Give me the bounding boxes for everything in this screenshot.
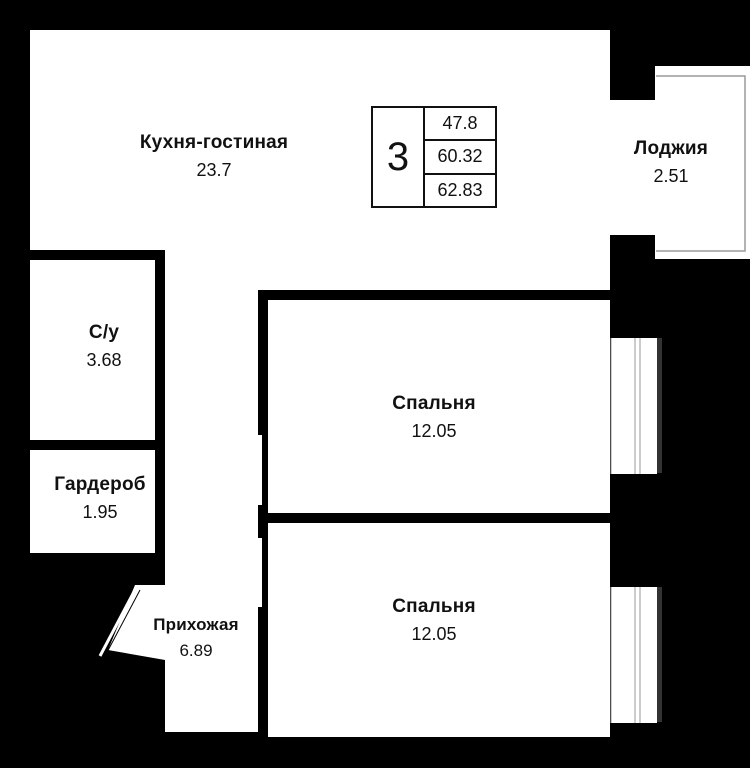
room-name: Спальня [392,596,476,617]
entrance-door-leaf-edge [103,589,141,659]
bedroom2-wall-left [258,607,268,737]
bedroom-partition-wall [268,513,612,523]
room-label-bathroom: С/у 3.68 [86,322,121,371]
room-bedroom-1-floor[interactable] [268,300,610,513]
loggia-wall-lower [610,235,655,295]
hallway-wall-lower-left [80,660,165,768]
window-bedroom-1 [610,338,662,474]
loggia-railing [656,75,746,252]
entrance-door-leaf[interactable] [98,587,138,657]
entrance-door-swing [108,585,165,660]
total-area-with-loggia-value: 62.83 [425,172,495,206]
room-name: Гардероб [54,474,146,495]
loggia-doorway [610,100,655,235]
room-hallway-floor[interactable] [165,250,262,732]
room-bedroom-2-floor[interactable] [268,523,610,737]
room-area: 3.68 [86,350,122,370]
total-area-value: 60.32 [425,139,495,172]
room-kitchen-living-floor[interactable] [30,30,610,292]
living-area-value: 47.8 [442,113,478,134]
room-label-kitchen-living: Кухня-гостиная 23.7 [140,132,288,181]
room-name: Прихожая [153,615,239,634]
bathroom-wall-right-upper [155,250,165,340]
rooms-count: 3 [373,108,425,206]
bathroom-top-wall [30,250,265,260]
bedroom-partition-stub [258,505,268,538]
room-bathroom-floor[interactable] [30,260,155,440]
room-name: Спальня [392,393,476,414]
room-label-wardrobe: Гардероб 1.95 [54,474,145,523]
bathroom-wall-right-lower [155,403,165,460]
room-loggia-floor[interactable] [655,66,750,259]
corridor-open-top [165,250,265,260]
room-wardrobe-floor[interactable] [30,450,155,553]
apartment-summary-box: 3 47.8 60.32 62.83 [371,106,497,208]
room-name: Кухня-гостиная [139,132,289,153]
bedroom1-top-wall [262,290,612,300]
room-name: С/у [88,322,120,343]
bathroom-wardrobe-wall [30,440,160,450]
room-label-bedroom-1: Спальня 12.05 [392,393,475,442]
room-label-loggia: Лоджия 2.51 [634,138,708,187]
room-label-bedroom-2: Спальня 12.05 [392,596,475,645]
room-area: 23.7 [196,160,232,180]
room-area: 6.89 [179,641,213,660]
window-bedroom-2 [610,587,662,723]
room-area: 12.05 [411,421,457,441]
wardrobe-wall-right [155,523,165,585]
room-area: 12.05 [411,624,457,644]
room-name: Лоджия [633,138,709,159]
room-label-hallway: Прихожая 6.89 [153,615,238,661]
bedroom1-wall-left [258,290,268,435]
bottom-wall [165,737,615,768]
room-area: 1.95 [82,502,118,522]
room-area: 2.51 [653,166,689,186]
